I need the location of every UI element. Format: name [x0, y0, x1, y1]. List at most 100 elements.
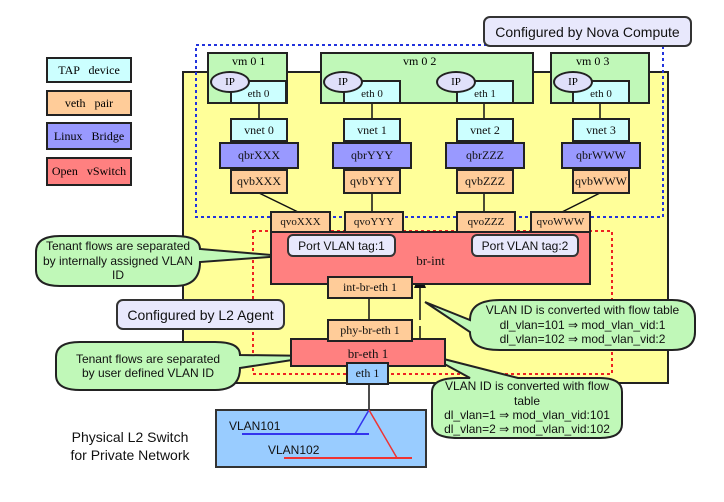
- qbrYYY: qbrYYY: [332, 142, 412, 169]
- callout-internal-vlan: Tenant flows are separated by internally…: [36, 238, 200, 284]
- callout-line: dl_vlan=101 ⇒ mod_vlan_vid:1: [499, 317, 666, 332]
- callout-convert-up: VLAN ID is converted with flow table dl_…: [470, 301, 695, 349]
- callout-line: dl_vlan=1 ⇒ mod_vlan_vid:101: [444, 408, 610, 422]
- qvb-label: qvbZZZ: [465, 174, 505, 188]
- int-br-eth-label: int-br-eth 1: [342, 280, 398, 294]
- vm01-title: vm 0 1: [232, 54, 266, 68]
- phy-br-eth1: phy-br-eth 1: [327, 319, 413, 342]
- qvbZZZ: qvbZZZ: [456, 169, 514, 194]
- nova-region-border: [195, 44, 664, 218]
- legend-linux-bridge: Linux Bridge: [46, 122, 132, 150]
- callout-convert-down: VLAN ID is converted with flow table dl_…: [432, 379, 622, 437]
- callout-internal-vlan-shape: [35, 235, 284, 287]
- callout-line: by internally assigned VLAN ID: [42, 253, 194, 283]
- vnet-label: vnet 3: [586, 122, 616, 137]
- qvo-label: qvoXXX: [280, 216, 321, 228]
- vlan102-trunk: [368, 409, 398, 459]
- legend-tap-device: TAP device: [46, 57, 132, 83]
- vnet-label: vnet 0: [244, 122, 274, 137]
- vlan102-label: VLAN102: [268, 443, 320, 457]
- vnet2: vnet 2: [456, 118, 514, 142]
- port-vlan-tag-1: Port VLAN tag:1: [287, 234, 396, 257]
- qvb-label: qvbXXX: [237, 174, 281, 188]
- ip-label: IP: [338, 76, 348, 88]
- legend-open-vswitch: Open vSwitch: [46, 157, 132, 186]
- qbrWWW: qbrWWW: [561, 142, 641, 169]
- qvoXXX: qvoXXX: [270, 211, 331, 233]
- vlan101-label: VLAN101: [229, 419, 281, 433]
- qvb-label: qvbWWW: [575, 174, 627, 188]
- qbrXXX: qbrXXX: [219, 142, 299, 169]
- legend-veth-pair: veth pair: [46, 90, 132, 116]
- ip-label: IP: [568, 76, 578, 88]
- qvbWWW: qvbWWW: [572, 169, 630, 194]
- qbr-label: qbrWWW: [576, 148, 626, 162]
- qvo-label: qvoWWW: [536, 216, 585, 228]
- vnet-label: vnet 1: [357, 122, 387, 137]
- legend-label: Linux Bridge: [53, 128, 125, 143]
- caption-line: for Private Network: [70, 447, 190, 464]
- vlan101-trunk: [354, 409, 370, 435]
- callout-line: dl_vlan=2 ⇒ mod_vlan_vid:102: [444, 422, 610, 437]
- vnet1: vnet 1: [343, 118, 401, 142]
- qvoYYY: qvoYYY: [344, 211, 404, 233]
- l2-agent-text: Configured by L2 Agent: [127, 306, 274, 323]
- callout-user-vlan: Tenant flows are separated by user defin…: [56, 344, 240, 388]
- callout-user-vlan-shape: [55, 341, 319, 391]
- qvo-label: qvoYYY: [353, 216, 395, 228]
- physical-switch-caption: Physical L2 Switch for Private Network: [60, 428, 200, 464]
- callout-line: Tenant flows are separated: [45, 239, 191, 254]
- vm02-ip1-ellipse: IP: [436, 71, 476, 93]
- qbr-label: qbrXXX: [238, 148, 280, 162]
- callout-line: dl_vlan=102 ⇒ mod_vlan_vid:2: [499, 332, 666, 347]
- l2-agent-label: Configured by L2 Agent: [116, 299, 285, 330]
- iface-label: eth 0: [247, 88, 270, 100]
- legend-label: TAP device: [58, 62, 120, 77]
- qbrZZZ: qbrZZZ: [445, 142, 525, 169]
- phy-br-eth-label: phy-br-eth 1: [340, 323, 400, 337]
- qbr-label: qbrYYY: [351, 148, 393, 162]
- link-qvbXXX-qvoXXX: [258, 192, 299, 213]
- eth1-label: eth 1: [355, 366, 380, 380]
- qvoZZZ: qvoZZZ: [456, 211, 516, 233]
- link-qvbWWW-qvoWWW: [561, 192, 601, 213]
- qvbYYY: qvbYYY: [343, 169, 401, 194]
- qbr-label: qbrZZZ: [466, 148, 504, 162]
- vnet0: vnet 0: [230, 118, 288, 142]
- vm02-title: vm 0 2: [403, 54, 437, 68]
- callout-line: by user defined VLAN ID: [81, 366, 215, 380]
- vnet3: vnet 3: [572, 118, 630, 142]
- int-br-eth1: int-br-eth 1: [327, 276, 413, 299]
- callout-convert-up-shape: [424, 299, 696, 351]
- vnet-label: vnet 2: [470, 122, 500, 137]
- iface-label: eth 0: [361, 88, 383, 100]
- qvbXXX: qvbXXX: [230, 169, 288, 194]
- legend-label: Open vSwitch: [51, 164, 127, 178]
- eth1-physical-nic: eth 1: [346, 362, 389, 385]
- vm03-ip-ellipse: IP: [553, 71, 593, 93]
- callout-convert-down-shape: [427, 354, 623, 439]
- nova-compute-label: Configured by Nova Compute: [483, 16, 692, 47]
- tag-label: Port VLAN tag:1: [298, 238, 385, 253]
- caption-line: Physical L2 Switch: [71, 429, 189, 445]
- br-int-label: br-int: [416, 253, 445, 268]
- callout-line: VLAN ID is converted with flow table: [485, 303, 680, 318]
- nova-compute-text: Configured by Nova Compute: [495, 23, 680, 40]
- callout-line: VLAN ID is converted with flow table: [444, 379, 610, 408]
- vm02-ip0-ellipse: IP: [323, 71, 363, 93]
- iface-label: eth 1: [474, 88, 496, 100]
- legend-label: veth pair: [64, 95, 114, 110]
- vm01-ip-ellipse: IP: [210, 71, 250, 93]
- iface-label: eth 0: [590, 88, 612, 100]
- ip-label: IP: [225, 76, 235, 88]
- ip-label: IP: [451, 76, 461, 88]
- qvoWWW: qvoWWW: [530, 211, 591, 233]
- vm03-title: vm 0 3: [576, 54, 610, 68]
- br-eth-label: br-eth 1: [347, 345, 389, 361]
- port-vlan-tag-2: Port VLAN tag:2: [471, 234, 579, 257]
- tag-label: Port VLAN tag:2: [481, 238, 569, 253]
- callout-line: Tenant flows are separated: [75, 351, 221, 366]
